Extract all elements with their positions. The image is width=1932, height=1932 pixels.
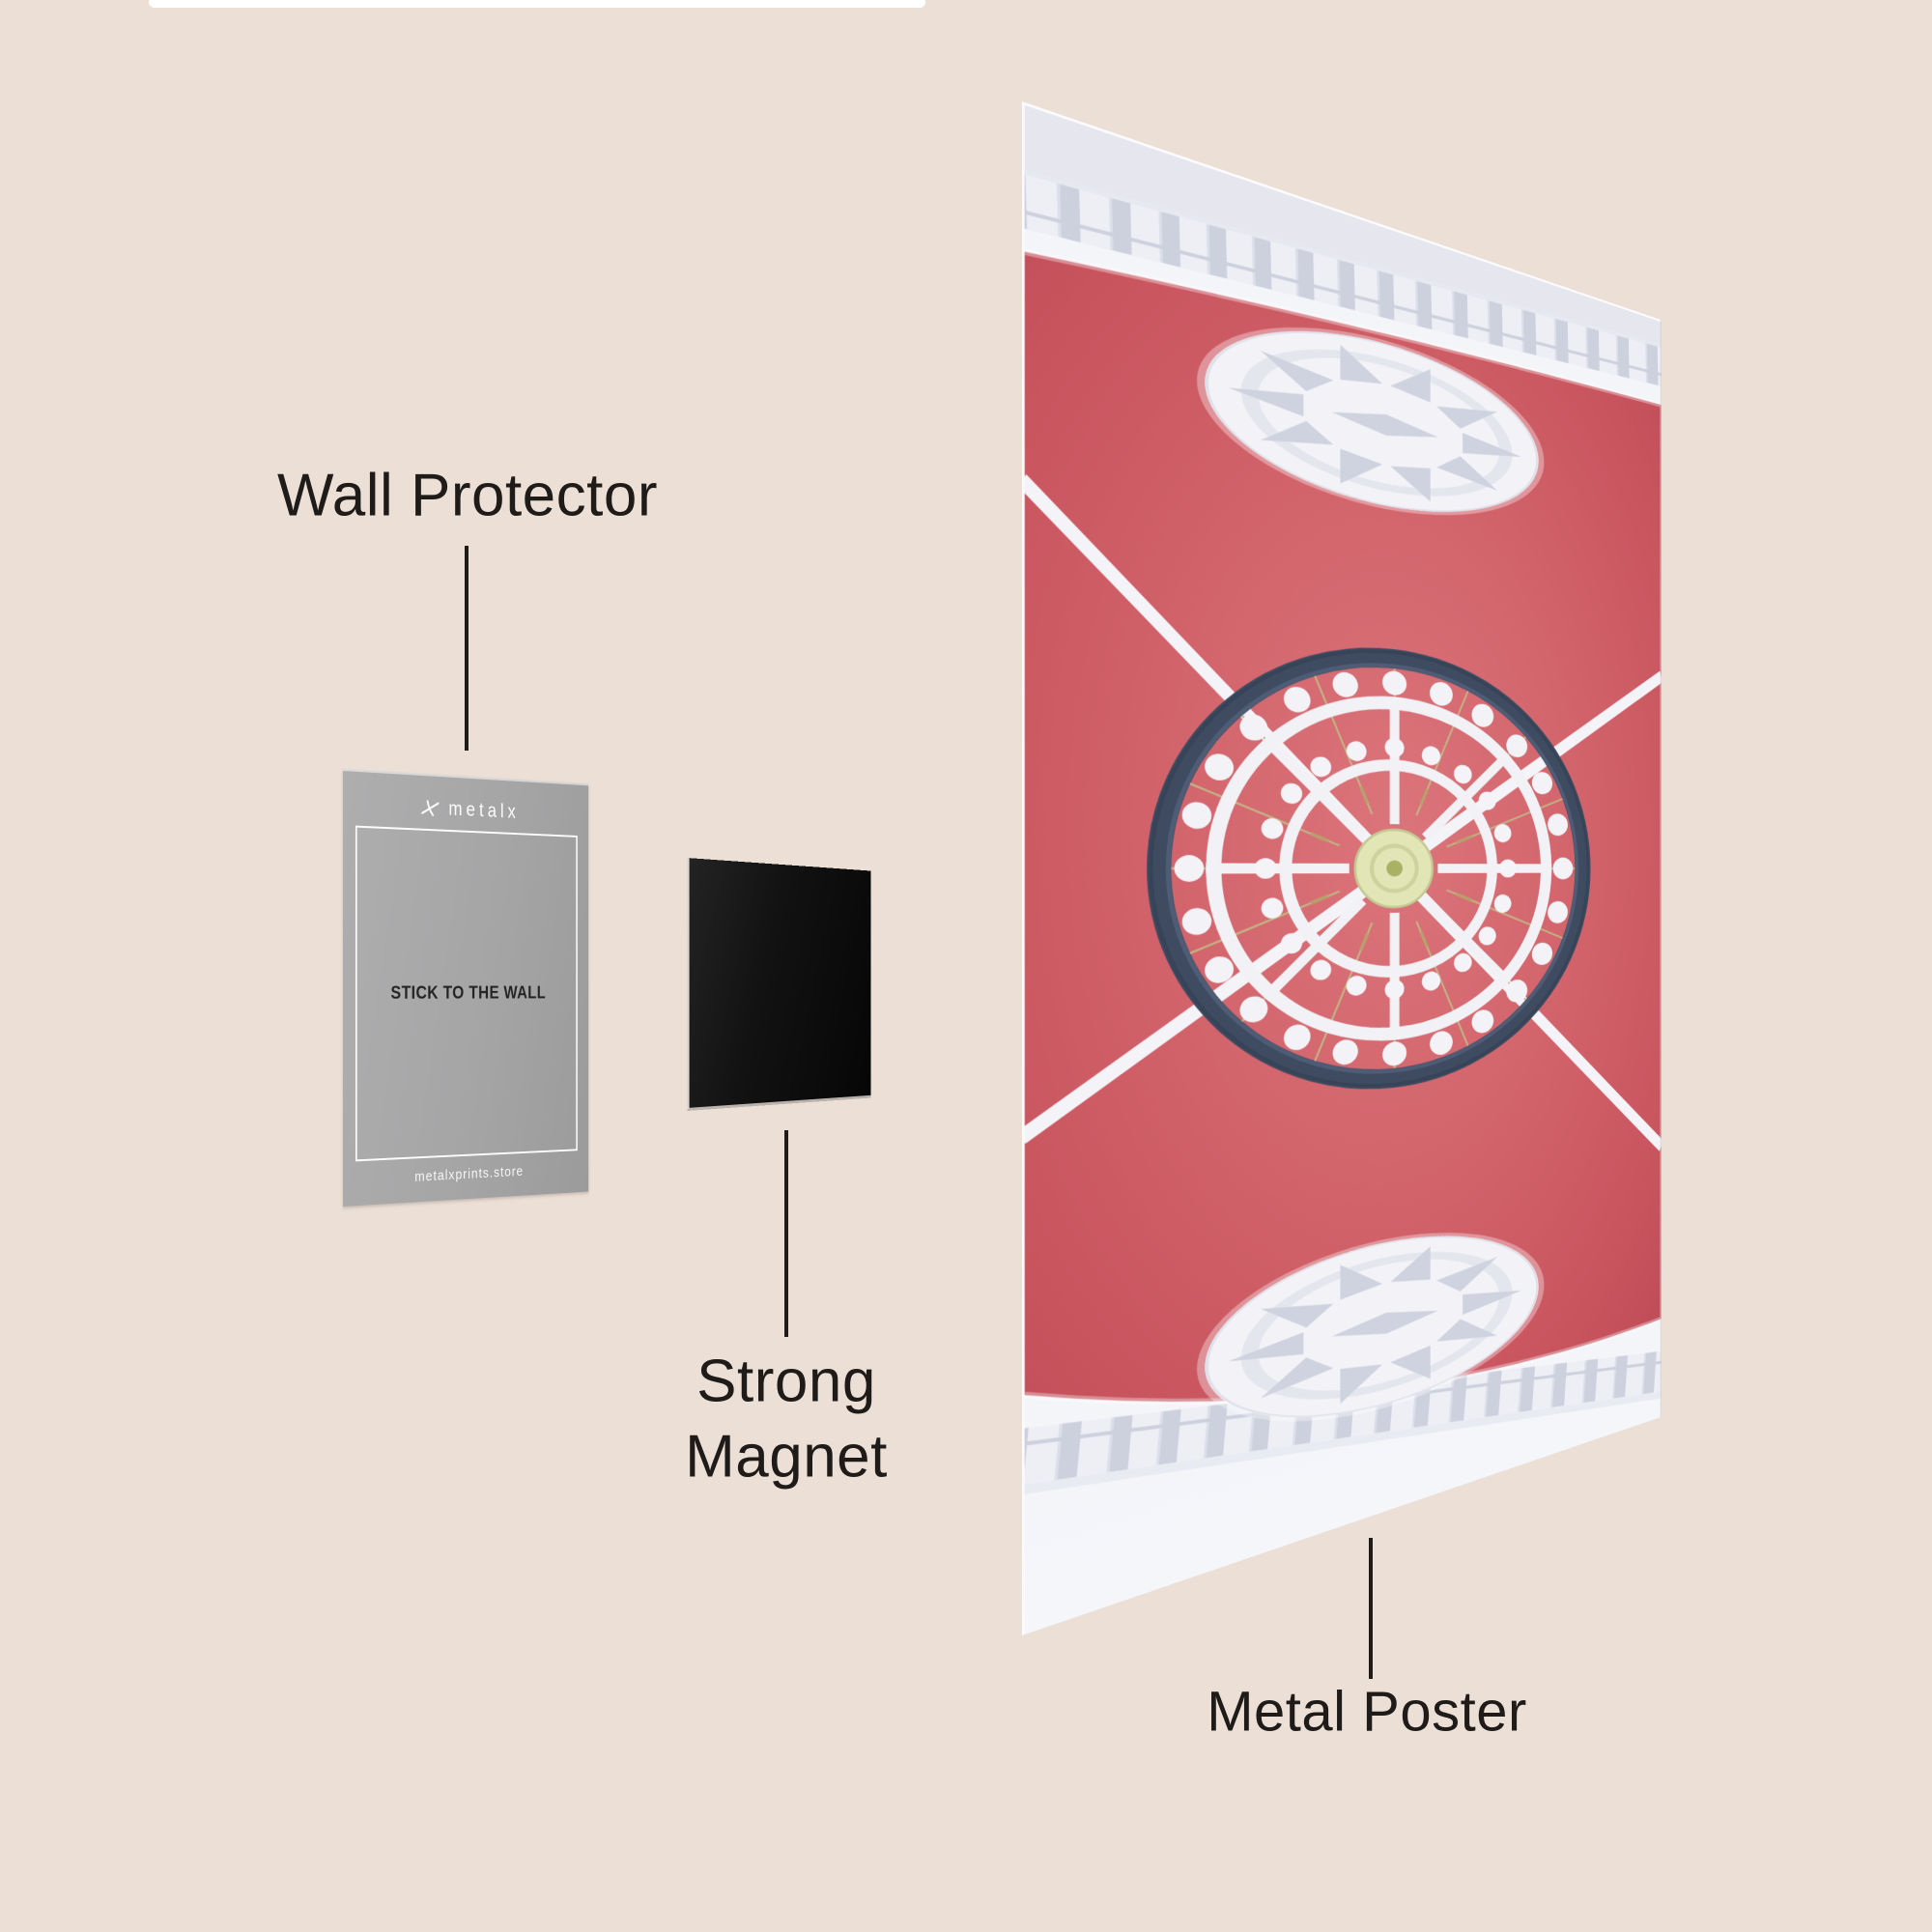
metal-poster-label: Metal Poster	[1207, 1680, 1527, 1744]
top-edge-artifact	[149, 0, 925, 8]
wall-protector-card-face: metalx STICK TO THE WALL metalxprints.st…	[343, 769, 589, 1207]
metal-poster-image	[1022, 101, 1662, 1635]
card-website: metalxprints.store	[414, 1163, 525, 1185]
metalx-logo-icon	[419, 798, 441, 818]
strong-magnet-face	[687, 858, 871, 1111]
rosette-top	[1197, 288, 1544, 539]
metal-poster-callout-line	[1369, 1538, 1373, 1679]
crown-molding-top	[1022, 161, 1662, 412]
wall-protector-card: metalx STICK TO THE WALL metalxprints.st…	[343, 769, 589, 1207]
wall-protector-callout-line	[465, 546, 469, 751]
strong-magnet-label-line2: Magnet	[685, 1423, 888, 1491]
ceiling-photo	[1022, 101, 1662, 1635]
metalx-logo: metalx	[343, 792, 588, 827]
red-ceiling-panel	[1022, 220, 1662, 1506]
strong-magnet	[687, 858, 871, 1111]
wall-protector-label: Wall Protector	[276, 462, 659, 529]
crown-molding-bottom	[1022, 1325, 1662, 1501]
strong-magnet-label-line1: Strong	[696, 1348, 876, 1415]
strong-magnet-callout-line	[784, 1130, 788, 1337]
card-message: STICK TO THE WALL	[390, 983, 547, 1004]
metalx-logo-text: metalx	[448, 797, 520, 823]
